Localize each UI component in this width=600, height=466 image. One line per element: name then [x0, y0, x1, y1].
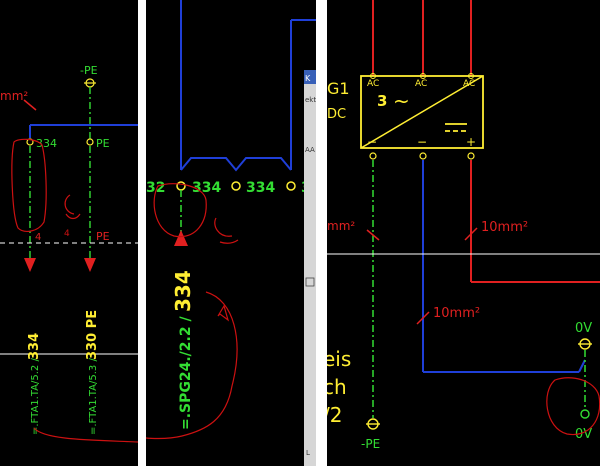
wire-cross-tick: [23, 99, 37, 111]
schematic-panel-left[interactable]: mm² -PE 334 PE 4 PE =.FTA1.TA/5.2 / 334 …: [0, 0, 138, 466]
bg-fragment-1: K: [305, 74, 311, 83]
terminal-334-label: 334: [36, 137, 57, 150]
schematic-canvas-middle[interactable]: 32 334 334 33 =.SPG24./2.2 / 334 K ekt A…: [146, 0, 316, 466]
device-name[interactable]: G1: [327, 79, 350, 98]
arrow-down-pe[interactable]: [84, 258, 96, 272]
output-pin-minus-1[interactable]: [369, 152, 377, 160]
tick-blue-output: [416, 311, 430, 325]
ac-tilde-symbol: ~: [393, 89, 410, 113]
pe-top-label: -PE: [80, 64, 98, 77]
terminal-334b-label: 334: [246, 180, 275, 196]
ov-top-label: 0V: [575, 321, 592, 336]
converter-diagonal: [360, 75, 484, 149]
minus-label-2: −: [417, 135, 427, 149]
area-label: mm²: [0, 89, 28, 103]
plus-label: +: [466, 135, 476, 149]
output-pin-minus-2[interactable]: [419, 152, 427, 160]
area-label-right: 10mm²: [481, 220, 528, 235]
device-subtext: DC: [327, 107, 346, 122]
dashed-pe-label: PE: [96, 230, 110, 243]
ac-pin-3[interactable]: [468, 73, 474, 79]
schematic-panel-right[interactable]: AC AC AC 3 ~ − − + G1 DC mm² 10mm² 10mm²: [327, 0, 600, 466]
ac-label-2: AC: [415, 79, 427, 89]
text-fragment-eis: eis: [327, 347, 351, 371]
ac-pin-1[interactable]: [370, 73, 376, 79]
text-fragment-ch: ch: [327, 375, 347, 399]
text-fragment-slash2: /2: [327, 403, 342, 427]
xref-spg24-target[interactable]: 334: [171, 270, 195, 312]
xref-pe-prefix: =.FTA1.TA/5.3 /: [88, 358, 99, 435]
pe-bottom-label: -PE: [361, 437, 380, 451]
ac-label-3: AC: [463, 79, 475, 89]
markup-star: [217, 304, 230, 322]
terminal-pe-label: PE: [96, 137, 110, 150]
markup-scribble-middle: [214, 217, 239, 244]
markup-circle-left: [11, 138, 47, 232]
background-window-fragment[interactable]: [304, 70, 316, 466]
dashed-num-4: 4: [35, 232, 41, 243]
area-label-mid: 10mm²: [433, 306, 480, 321]
xref-spg24-prefix: =.SPG24./2.2 /: [178, 316, 194, 430]
markup-note: 4: [64, 229, 70, 239]
wire-blue-bridge[interactable]: [180, 157, 292, 172]
output-pin-plus[interactable]: [467, 152, 475, 160]
schematic-canvas-right[interactable]: AC AC AC 3 ~ − − + G1 DC mm² 10mm² 10mm²: [327, 0, 600, 466]
wire-blue-bend[interactable]: [578, 359, 586, 373]
markup-circle-middle: [153, 183, 207, 238]
tick-red-output: [464, 227, 478, 241]
markup-circle-right: [546, 377, 600, 436]
terminal-334a-label: 334: [192, 180, 221, 196]
area-label-left: mm²: [327, 219, 355, 233]
terminal-32-label: 32: [146, 180, 165, 196]
bg-fragment-2: ekt: [305, 96, 316, 104]
bg-fragment-box[interactable]: [305, 277, 315, 287]
panel-separator-1: [138, 0, 146, 466]
markup-scribble: [64, 194, 81, 220]
panel-separator-2: [316, 0, 327, 466]
xref-334-prefix: =.FTA1.TA/5.2 /: [30, 358, 41, 435]
schematic-panel-middle[interactable]: 32 334 334 33 =.SPG24./2.2 / 334 K ekt A…: [146, 0, 316, 466]
terminal-33-dot[interactable]: [286, 181, 296, 191]
bg-fragment-3: AA: [305, 146, 315, 154]
markup-underline-left: [33, 427, 138, 443]
bg-fragment-4: L: [306, 449, 310, 457]
arrow-down-334[interactable]: [24, 258, 36, 272]
schematic-canvas-left[interactable]: mm² -PE 334 PE 4 PE =.FTA1.TA/5.2 / 334 …: [0, 0, 138, 466]
arrow-up-334[interactable]: [174, 230, 188, 246]
phase-count: 3: [377, 92, 387, 110]
terminal-334a-dot[interactable]: [231, 181, 241, 191]
minus-label-1: −: [367, 135, 377, 149]
ac-pin-2[interactable]: [420, 73, 426, 79]
ac-label-1: AC: [367, 79, 379, 89]
background-window-titlebar: [304, 70, 316, 84]
terminal-334-dot[interactable]: [26, 138, 34, 146]
markup-curve-middle: [146, 291, 238, 440]
xref-pe-target[interactable]: 330 PE: [85, 310, 100, 360]
power-supply-g1-box[interactable]: [360, 75, 484, 149]
terminal-pe-dot[interactable]: [86, 138, 94, 146]
tick-pe-output: [366, 229, 380, 241]
xref-334-target[interactable]: 334: [27, 333, 42, 360]
ov-bottom-terminal[interactable]: [580, 409, 590, 419]
